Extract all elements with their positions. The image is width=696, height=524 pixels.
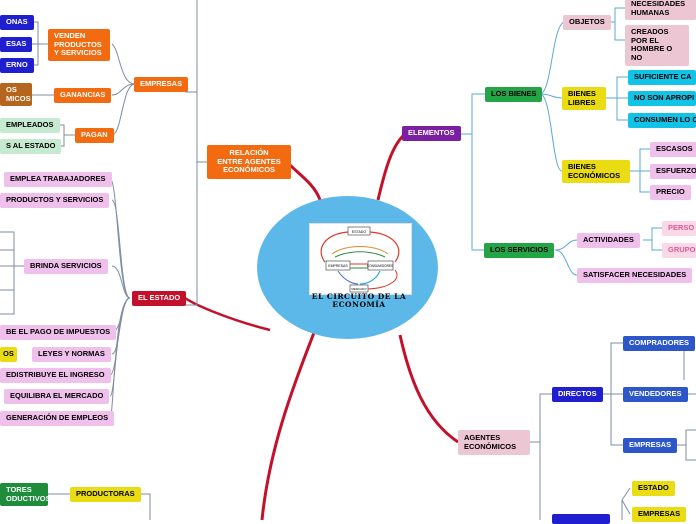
node-precio[interactable]: PRECIO (650, 185, 691, 200)
node-personas[interactable]: ONAS (0, 15, 34, 30)
node-estado-item-6[interactable]: EDISTRIBUYE EL INGRESO (0, 368, 111, 383)
node-creados-por-hombre[interactable]: CREADOS POR EL HOMBRE O NO (625, 25, 689, 66)
node-estado-side[interactable]: OS (0, 347, 17, 362)
node-indirectos[interactable] (552, 514, 610, 524)
node-empresas-agentes[interactable]: EMPRESAS (623, 438, 678, 453)
node-hogares[interactable]: ESAS (0, 37, 33, 52)
node-compradores[interactable]: COMPRADORES (623, 336, 696, 351)
image-label-right: CONSUMIDORES (367, 264, 393, 268)
node-ganancias[interactable]: GANANCIAS (54, 88, 112, 103)
node-directos[interactable]: DIRECTOS (552, 387, 603, 402)
node-vendedores[interactable]: VENDEDORES (623, 387, 688, 402)
node-consumen[interactable]: CONSUMEN LO C (628, 113, 696, 128)
branch-relacion-agentes[interactable]: RELACIÓN ENTRE AGENTES ECONÓMICOS (207, 145, 291, 179)
node-pagan[interactable]: PAGAN (75, 128, 114, 143)
branch-elementos[interactable]: ELEMENTOS (402, 126, 461, 141)
node-productoras[interactable]: PRODUCTORAS (70, 487, 141, 502)
node-impuestos-estado[interactable]: S AL ESTADO (0, 139, 62, 154)
node-empresas[interactable]: EMPRESAS (134, 77, 189, 92)
node-ingresos-economicos[interactable]: OS MICOS (0, 83, 32, 107)
node-los-bienes[interactable]: LOS BIENES (485, 87, 543, 102)
node-estado-item-5[interactable]: LEYES Y NORMAS (32, 347, 111, 362)
node-grupos-servicio[interactable]: GRUPO (662, 243, 696, 258)
node-no-apropiables[interactable]: NO SON APROPI (628, 91, 696, 106)
node-bienes-economicos[interactable]: BIENES ECONÓMICOS (562, 160, 630, 184)
node-estado-item-4[interactable]: BE EL PAGO DE IMPUESTOS (0, 325, 117, 340)
node-objetos[interactable]: OBJETOS (563, 15, 611, 30)
image-label-bottom: MERCADO (351, 287, 367, 291)
node-estado-item-3[interactable]: BRINDA SERVICIOS (24, 259, 108, 274)
node-bienes-libres[interactable]: BIENES LIBRES (562, 87, 606, 111)
node-escasos[interactable]: ESCASOS (650, 142, 696, 157)
node-gobierno[interactable]: ERNO (0, 58, 34, 73)
economic-circuit-image: ESTADO EMPRESAS CONSUMIDORES MERCADO (309, 223, 412, 295)
image-label-left: EMPRESAS (328, 264, 348, 268)
image-label-top: ESTADO (352, 230, 366, 234)
node-estado-item-8[interactable]: GENERACIÓN DE EMPLEOS (0, 411, 115, 426)
node-necesidades-humanas[interactable]: NECESIDADES HUMANAS (625, 0, 696, 21)
node-estado-item-1[interactable]: EMPLEA TRABAJADORES (4, 172, 112, 187)
node-personas-servicio[interactable]: PERSO (662, 221, 696, 236)
node-empresas-agente-2[interactable]: EMPRESAS (632, 507, 687, 522)
node-estado-item-2[interactable]: PRODUCTOS Y SERVICIOS (0, 193, 110, 208)
node-suficiente-cantidad[interactable]: SUFICIENTE CA (628, 70, 696, 85)
branch-agentes-economicos[interactable]: AGENTES ECONÓMICOS (458, 430, 530, 456)
node-el-estado[interactable]: EL ESTADO (132, 291, 187, 306)
node-los-servicios[interactable]: LOS SERVICIOS (484, 243, 555, 258)
central-topic-title: EL CIRCUITO DE LA ECONOMÍA (311, 292, 407, 310)
node-factores-productivos[interactable]: TORES ODUCTIVOS (0, 483, 51, 507)
node-estado-item-7[interactable]: EQUILIBRA EL MERCADO (4, 389, 110, 404)
node-satisfacer-necesidades[interactable]: SATISFACER NECESIDADES (577, 268, 693, 283)
node-actividades[interactable]: ACTIVIDADES (577, 233, 640, 248)
node-estado-agente[interactable]: ESTADO (632, 481, 675, 496)
node-esfuerzo[interactable]: ESFUERZO (650, 164, 696, 179)
node-empleados[interactable]: EMPLEADOS (0, 118, 60, 133)
node-venden-productos[interactable]: VENDEN PRODUCTOS Y SERVICIOS (48, 29, 110, 61)
